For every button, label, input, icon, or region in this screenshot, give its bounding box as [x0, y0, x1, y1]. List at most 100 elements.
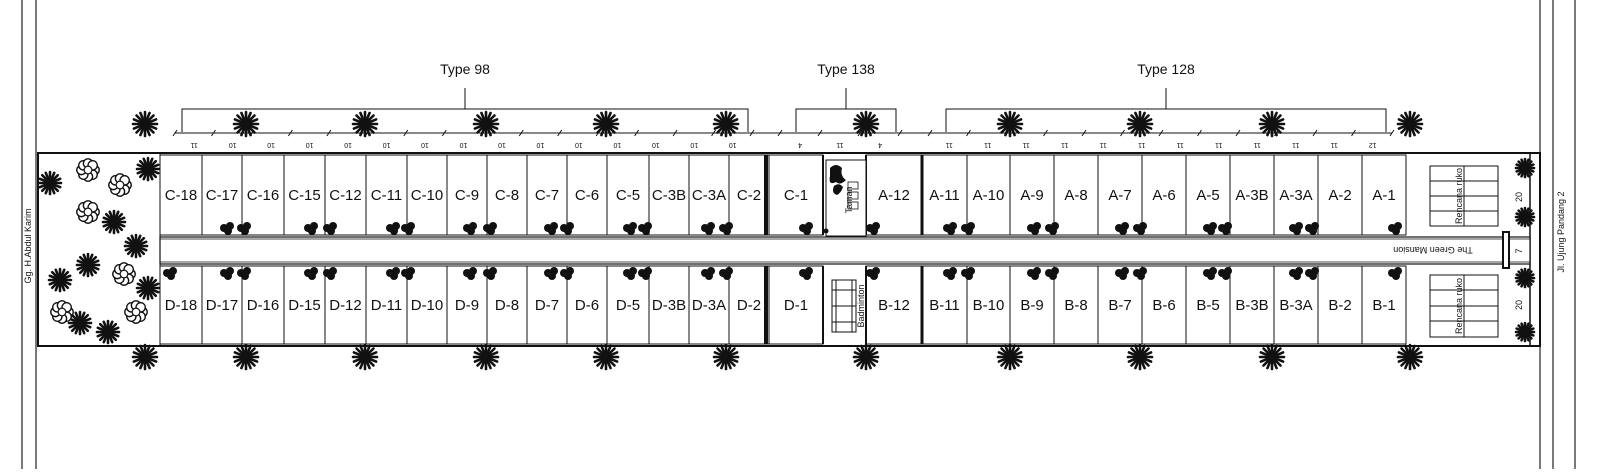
dimension-tick — [1158, 129, 1164, 137]
dimension-label: 11 — [1100, 141, 1107, 148]
palm-tree — [95, 319, 121, 345]
dimension-label: 10 — [729, 141, 737, 148]
shrub — [961, 222, 975, 235]
lot-a-12 — [865, 154, 923, 236]
lot-c-15 — [283, 154, 326, 236]
lot-c-9 — [446, 154, 488, 236]
palm-tree — [1514, 321, 1536, 343]
palm-tree — [351, 110, 379, 138]
palm-tree — [1396, 343, 1424, 371]
round-tree — [124, 300, 148, 324]
road-label-center: The Green Mansion — [1393, 245, 1473, 255]
dimension-label: 4 — [798, 141, 802, 148]
lot-d-6 — [566, 265, 608, 345]
dimension-tick — [1120, 129, 1125, 137]
shrub — [1045, 267, 1059, 280]
lot-label: D-10 — [411, 297, 444, 314]
lot-label: C-18 — [165, 187, 198, 204]
shrubs — [163, 222, 1402, 280]
dimension-tick — [817, 129, 823, 137]
lot-label: D-3A — [692, 297, 726, 314]
shrub — [304, 222, 318, 235]
shrub — [401, 267, 415, 280]
dimension-tick — [966, 129, 971, 137]
lot-a-1 — [1361, 154, 1407, 236]
palm-tree — [592, 343, 620, 371]
lot-label: B-6 — [1152, 297, 1175, 314]
lot-c-3b — [648, 154, 690, 236]
lot-label: D-8 — [495, 297, 519, 314]
shrub — [1203, 267, 1217, 280]
lot-a-2 — [1317, 154, 1363, 236]
lot-label: A-10 — [973, 187, 1005, 204]
lot-label: D-12 — [329, 297, 362, 314]
lot-d-8 — [486, 265, 528, 345]
shrub — [1305, 267, 1319, 280]
shrub — [1045, 222, 1059, 235]
lot-label: C-6 — [575, 187, 599, 204]
side-dim-top: 20 — [1514, 192, 1524, 202]
road-label-right: Jl. Ujung Pandang 2 — [1556, 191, 1566, 272]
lot-label: B-5 — [1196, 297, 1219, 314]
shrub — [701, 267, 715, 280]
type-label-98: Type 98 — [440, 61, 490, 77]
dimension-tick — [403, 129, 409, 137]
palm-tree — [1514, 206, 1536, 228]
lot-label: C-7 — [535, 187, 559, 204]
dimension-tick — [211, 129, 216, 137]
dimension-label: 11 — [836, 141, 843, 148]
dimension-label: 10 — [498, 141, 506, 148]
lot-label: A-11 — [929, 187, 960, 204]
palm-tree — [1126, 343, 1154, 371]
dimension-label: 12 — [1369, 141, 1377, 148]
palm-tree — [996, 110, 1024, 138]
shrub — [866, 267, 880, 280]
dimension-label: 10 — [267, 141, 275, 148]
dimension-tick — [326, 129, 332, 137]
lot-a-3a — [1273, 154, 1319, 236]
rencana-ruko-top-label: Rencana ruko — [1454, 168, 1464, 224]
palm-tree — [852, 110, 880, 138]
palm-tree — [135, 156, 161, 182]
lot-b-5 — [1185, 265, 1231, 345]
lot-label: C-8 — [495, 187, 519, 204]
shrub — [401, 222, 415, 235]
dimension-tick — [927, 129, 933, 137]
lot-label: A-1 — [1372, 187, 1395, 204]
lot-label: D-3B — [652, 297, 686, 314]
lot-label: D-17 — [206, 297, 239, 314]
lot-b-11 — [921, 265, 968, 345]
lot-label: A-3A — [1279, 187, 1312, 204]
lot-label: D-5 — [616, 297, 640, 314]
dimension-tick — [1235, 129, 1241, 137]
lot-d-16 — [241, 265, 285, 345]
round-tree — [76, 200, 100, 224]
round-tree — [112, 262, 136, 286]
lot-label: D-16 — [247, 297, 280, 314]
dimension-tick — [857, 129, 863, 137]
lot-d-3b — [648, 265, 690, 345]
lot-d-17 — [201, 265, 243, 345]
lot-label: B-7 — [1108, 297, 1131, 314]
dimension-tick — [777, 129, 783, 137]
palm-tree — [712, 343, 740, 371]
dimension-label: 10 — [536, 141, 544, 148]
dimension-tick — [557, 129, 563, 137]
shrub — [1203, 222, 1217, 235]
lot-label: B-1 — [1372, 297, 1395, 314]
shrub — [463, 222, 477, 235]
palm-tree — [75, 252, 101, 278]
lot-c-17 — [201, 154, 243, 236]
lot-label: D-1 — [784, 297, 808, 314]
shrub — [544, 222, 558, 235]
dimension-label: 11 — [1215, 141, 1222, 148]
shrub — [866, 222, 880, 235]
palm-tree — [1258, 110, 1286, 138]
lot-label: B-2 — [1328, 297, 1351, 314]
lot-label: D-18 — [165, 297, 198, 314]
lot-c-18 — [159, 154, 203, 236]
lot-label: A-5 — [1196, 187, 1219, 204]
lot-a-7 — [1097, 154, 1143, 236]
lot-c-10 — [406, 154, 448, 236]
